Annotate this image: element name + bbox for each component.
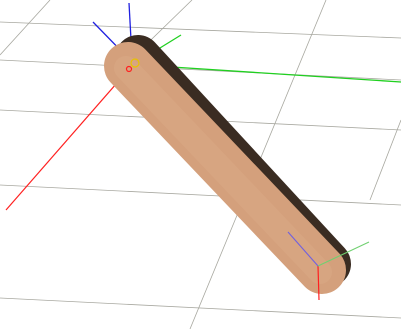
grid-line xyxy=(0,59,401,81)
x-axis-line xyxy=(5,67,131,211)
grid-line xyxy=(0,0,51,56)
joint-ring-icon xyxy=(130,58,140,68)
grid-line xyxy=(369,119,401,201)
origin-joint-marker[interactable] xyxy=(125,58,140,73)
end-joint-frame xyxy=(287,231,370,301)
grid-line xyxy=(0,297,401,319)
link-highlight xyxy=(114,56,332,284)
y-axis-long-line xyxy=(171,66,401,83)
joint-point-icon xyxy=(125,65,133,73)
end-y-axis-line xyxy=(317,241,370,267)
grid-line xyxy=(0,184,401,206)
end-z-axis-line xyxy=(287,231,319,267)
grid-line xyxy=(0,21,401,39)
end-x-axis-line xyxy=(317,265,320,301)
